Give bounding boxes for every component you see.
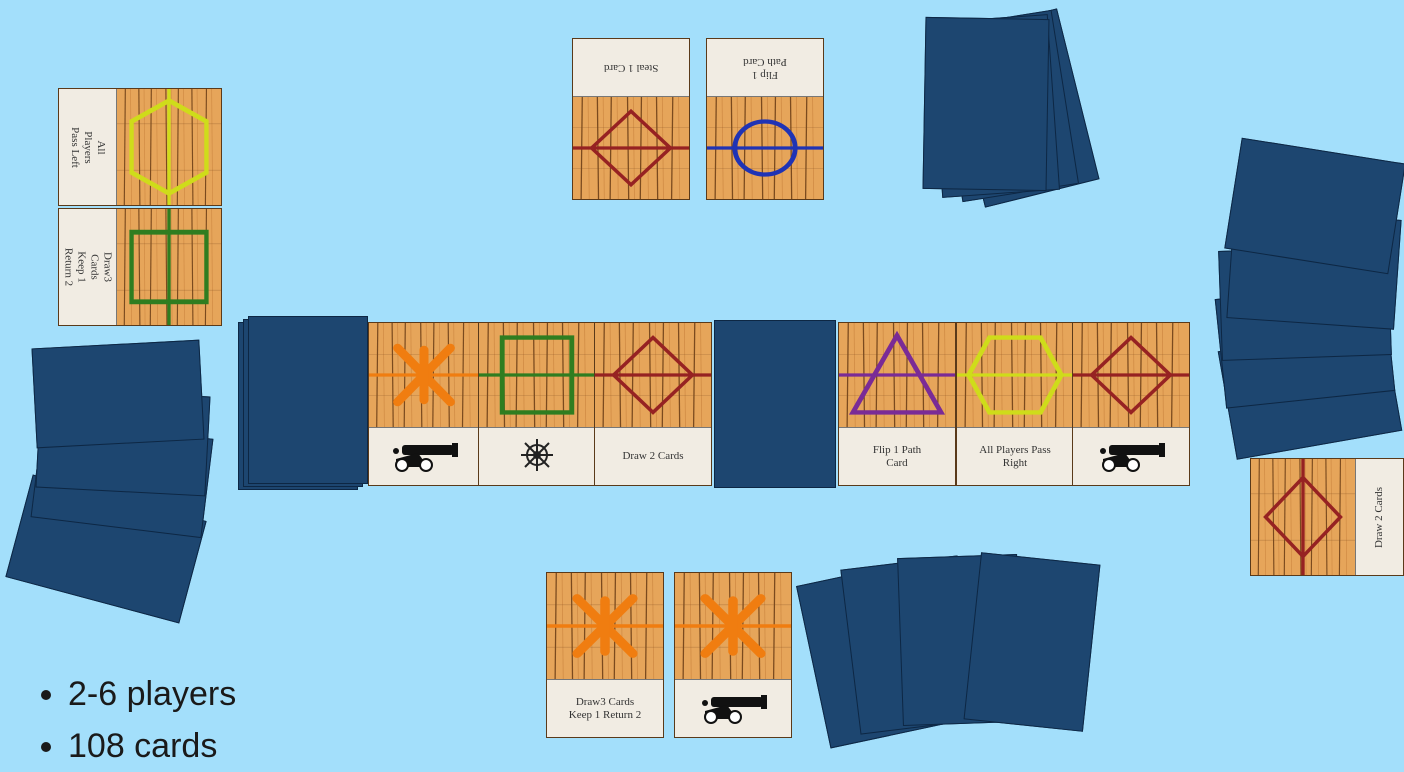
card-text: All Players Pass Right <box>975 444 1055 470</box>
card-art <box>547 573 663 679</box>
card-back <box>964 552 1101 732</box>
card-caption: Steal 1 Card <box>573 39 689 97</box>
card-caption: All Players Pass Left <box>59 89 117 205</box>
diamond-symbol-icon <box>1073 323 1189 427</box>
facedown-path-card[interactable] <box>714 320 836 488</box>
triangle-symbol-icon <box>839 323 955 427</box>
path-card[interactable] <box>368 322 480 486</box>
played-card[interactable]: All Players Pass Left <box>58 88 222 206</box>
diamond-symbol-icon <box>573 97 689 199</box>
card-art <box>573 97 689 199</box>
card-caption: Draw3 Cards Keep 1 Return 2 <box>59 209 117 325</box>
card-count: 108 cards <box>68 720 236 772</box>
card-text: All Players Pass Left <box>68 123 107 172</box>
card-text: Flip 1 Path Card <box>867 444 927 470</box>
played-card[interactable]: Draw3 Cards Keep 1 Return 2 <box>546 572 664 738</box>
card-caption: Flip 1 Path Card <box>707 39 823 97</box>
hexagon-symbol-icon <box>957 323 1073 427</box>
played-card[interactable]: Flip 1 Path Card <box>706 38 824 200</box>
asterisk-symbol-icon <box>675 573 791 679</box>
card-caption: Draw 2 Cards <box>1355 459 1403 575</box>
played-card[interactable]: Draw 2 Cards <box>1250 458 1404 576</box>
played-card[interactable]: Draw3 Cards Keep 1 Return 2 <box>58 208 222 326</box>
card-art <box>1251 459 1355 575</box>
card-art <box>479 323 595 427</box>
card-text: Flip 1 Path Card <box>743 55 787 81</box>
path-card[interactable]: All Players Pass Right <box>956 322 1074 486</box>
path-card[interactable]: Draw 2 Cards <box>594 322 712 486</box>
ship-wheel-icon <box>519 437 555 477</box>
card-art <box>117 209 221 325</box>
path-card[interactable]: Flip 1 Path Card <box>838 322 956 486</box>
path-card[interactable] <box>478 322 596 486</box>
card-caption <box>369 427 479 485</box>
circle-symbol-icon <box>707 97 823 199</box>
card-art <box>369 323 479 427</box>
card-caption: Draw3 Cards Keep 1 Return 2 <box>547 679 663 737</box>
card-text: Steal 1 Card <box>604 61 658 74</box>
card-art <box>1073 323 1189 427</box>
card-back <box>248 316 368 484</box>
card-art <box>675 573 791 679</box>
card-art <box>839 323 955 427</box>
cannon-icon <box>388 437 460 477</box>
card-caption: Draw 2 Cards <box>595 427 711 485</box>
card-text: Draw 2 Cards <box>622 450 683 463</box>
card-caption <box>675 679 791 737</box>
asterisk-symbol-icon <box>369 323 479 427</box>
square-symbol-icon <box>479 323 595 427</box>
card-caption: Flip 1 Path Card <box>839 427 955 485</box>
card-caption <box>1073 427 1189 485</box>
path-card[interactable] <box>1072 322 1190 486</box>
card-caption <box>479 427 595 485</box>
card-back <box>31 340 204 449</box>
cannon-icon <box>697 689 769 729</box>
card-back <box>923 17 1050 191</box>
card-text: Draw3 Cards Keep 1 Return 2 <box>62 243 114 292</box>
card-art <box>707 97 823 199</box>
card-text: Draw3 Cards Keep 1 Return 2 <box>565 696 645 722</box>
card-text: Draw 2 Cards <box>1373 486 1386 547</box>
hexagon-symbol-icon <box>117 89 221 205</box>
player-count: 2-6 players <box>68 668 236 720</box>
diamond-symbol-icon <box>595 323 711 427</box>
square-symbol-icon <box>117 209 221 325</box>
card-art <box>117 89 221 205</box>
game-info-list: 2-6 players 108 cards <box>38 668 236 772</box>
played-card[interactable]: Steal 1 Card <box>572 38 690 200</box>
diamond-symbol-icon <box>1251 459 1355 575</box>
played-card[interactable] <box>674 572 792 738</box>
card-art <box>957 323 1073 427</box>
cannon-icon <box>1095 437 1167 477</box>
card-caption: All Players Pass Right <box>957 427 1073 485</box>
asterisk-symbol-icon <box>547 573 663 679</box>
card-art <box>595 323 711 427</box>
